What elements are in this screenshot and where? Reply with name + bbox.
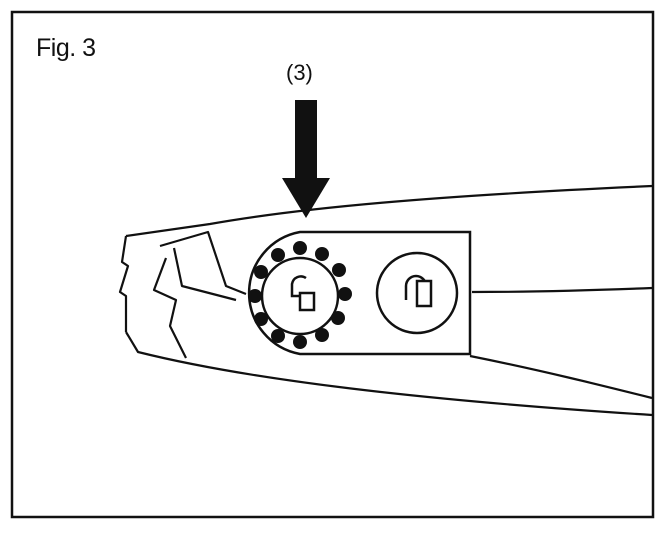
figure-frame: [10, 10, 655, 519]
remote-body: [118, 184, 653, 417]
indicator-dots: [248, 241, 352, 349]
callout-label: (3): [286, 60, 313, 85]
figure-label: Fig. 3: [36, 34, 96, 62]
unlock-icon: [290, 275, 316, 312]
lock-button[interactable]: [375, 251, 459, 335]
lock-icon: [404, 274, 433, 308]
unlock-button[interactable]: [248, 241, 352, 349]
arrow-indicator: [282, 100, 330, 218]
